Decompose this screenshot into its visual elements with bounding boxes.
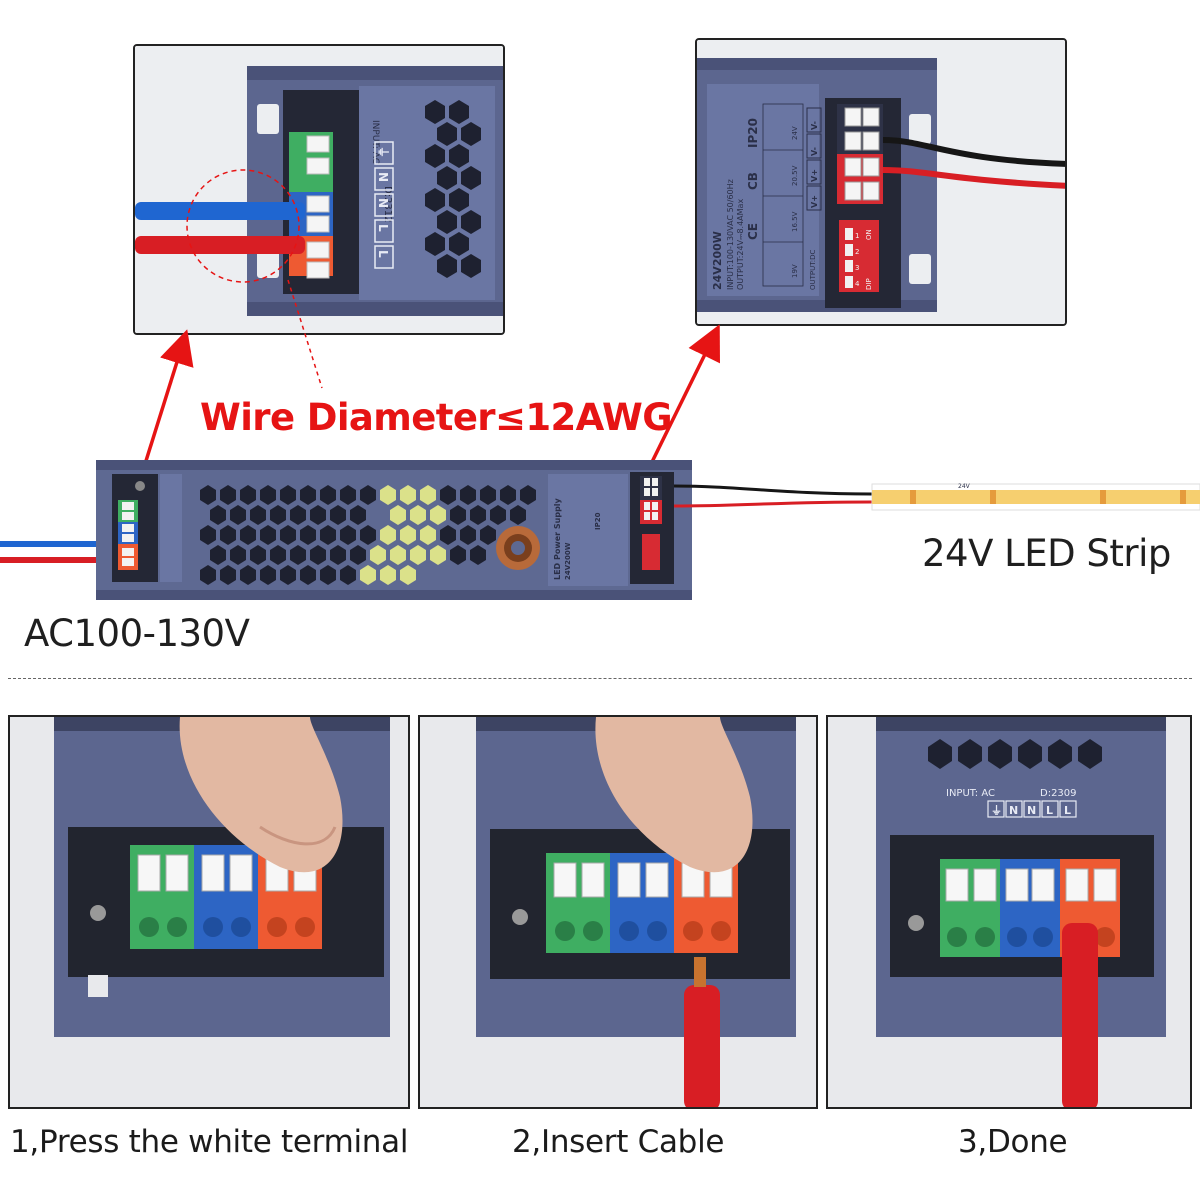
- ac-terminal-0: ⏚: [376, 146, 390, 158]
- dc-terminal-closeup-image: 24V200W INPUT:100-130VAC 50/60Hz OUTPUT:…: [697, 40, 1065, 324]
- dc-terminal-zoom-panel: 24V200W INPUT:100-130VAC 50/60Hz OUTPUT:…: [695, 38, 1067, 326]
- dip-number-3: 4: [855, 280, 860, 288]
- cert-cb-label: CB: [746, 172, 760, 190]
- dc-terminal-0: V+: [810, 195, 819, 208]
- step3-terminal-1: N: [1009, 804, 1018, 817]
- product-model-label: 24V200W: [564, 542, 572, 580]
- step-2-image: [420, 717, 816, 1107]
- step3-terminal-2: N: [1027, 804, 1036, 817]
- dip-label: DIP: [865, 278, 873, 290]
- input-voltage-label: AC100-130V: [24, 612, 250, 655]
- power-supply-illustration: LED Power Supply 24V200W IP20 24V: [0, 460, 1200, 600]
- ac-terminal-zoom-panel: INPUT: AC D:2312 ⏚ N N L L: [133, 44, 505, 335]
- cert-ce-label: CE: [746, 223, 760, 240]
- vent-pattern: [200, 485, 536, 585]
- ac-terminal-4: L: [376, 250, 390, 258]
- ac-terminal-3: L: [376, 224, 390, 232]
- ac-terminal-closeup-image: INPUT: AC D:2312 ⏚ N N L L: [135, 46, 503, 333]
- ac-blue-wire: [0, 541, 124, 547]
- dc-terminal-1: V+: [810, 169, 819, 182]
- voltage-option-0: 19V: [791, 264, 799, 278]
- device-code-label: D:2312: [382, 186, 393, 223]
- step3-code-label: D:2309: [1040, 788, 1077, 799]
- led-strip: 24V: [871, 483, 1200, 511]
- input-spec-label: INPUT:100-130VAC 50/60Hz: [726, 179, 735, 290]
- step-2-panel: [418, 715, 818, 1109]
- coil-inductor: [496, 526, 540, 570]
- step-1-label: 1,Press the white terminal: [10, 1124, 409, 1160]
- dip-number-1: 2: [855, 248, 859, 256]
- step3-terminal-3: L: [1046, 804, 1053, 817]
- step3-terminal-4: L: [1064, 804, 1071, 817]
- product-title-label: LED Power Supply: [553, 497, 562, 580]
- voltage-option-2: 20.5V: [791, 165, 799, 186]
- model-label: 24V200W: [711, 231, 724, 290]
- voltage-option-1: 16.5V: [791, 211, 799, 232]
- dc-terminal-3: V-: [810, 121, 819, 130]
- step-1-image: [10, 717, 408, 1107]
- voltage-option-3: 24V: [791, 126, 799, 140]
- step-3-panel: INPUT: AC D:2309 ⏚ N N L L: [826, 715, 1192, 1109]
- section-divider: [8, 678, 1192, 679]
- ac-red-wire: [0, 557, 124, 563]
- step-1-panel: [8, 715, 410, 1109]
- dc-terminal-2: V-: [810, 147, 819, 156]
- step-2-label: 2,Insert Cable: [512, 1124, 725, 1160]
- output-spec-label: OUTPUT:24V⎓8.4AMax: [736, 199, 745, 290]
- dip-number-0: 1: [855, 232, 859, 240]
- dc-black-wire: [673, 484, 873, 496]
- led-strip-marking: 24V: [958, 483, 971, 490]
- dip-number-2: 3: [855, 264, 859, 272]
- wire-diameter-label: Wire Diameter≤12AWG: [200, 396, 673, 439]
- ac-terminal-2: N: [376, 198, 390, 208]
- ac-terminal-1: N: [376, 172, 390, 182]
- ip-rating-label: IP20: [746, 118, 760, 148]
- step3-input-label: INPUT: AC: [946, 788, 995, 799]
- step-3-image: INPUT: AC D:2309 ⏚ N N L L: [828, 717, 1190, 1107]
- output-dc-label: OUTPUT:DC: [809, 249, 817, 290]
- product-ip-label: IP20: [594, 512, 602, 530]
- led-strip-label: 24V LED Strip: [922, 532, 1171, 575]
- step3-terminal-0: ⏚: [991, 804, 1002, 817]
- step-3-label: 3,Done: [958, 1124, 1068, 1160]
- dc-red-wire: [673, 500, 873, 508]
- dip-on-label: ON: [865, 229, 873, 240]
